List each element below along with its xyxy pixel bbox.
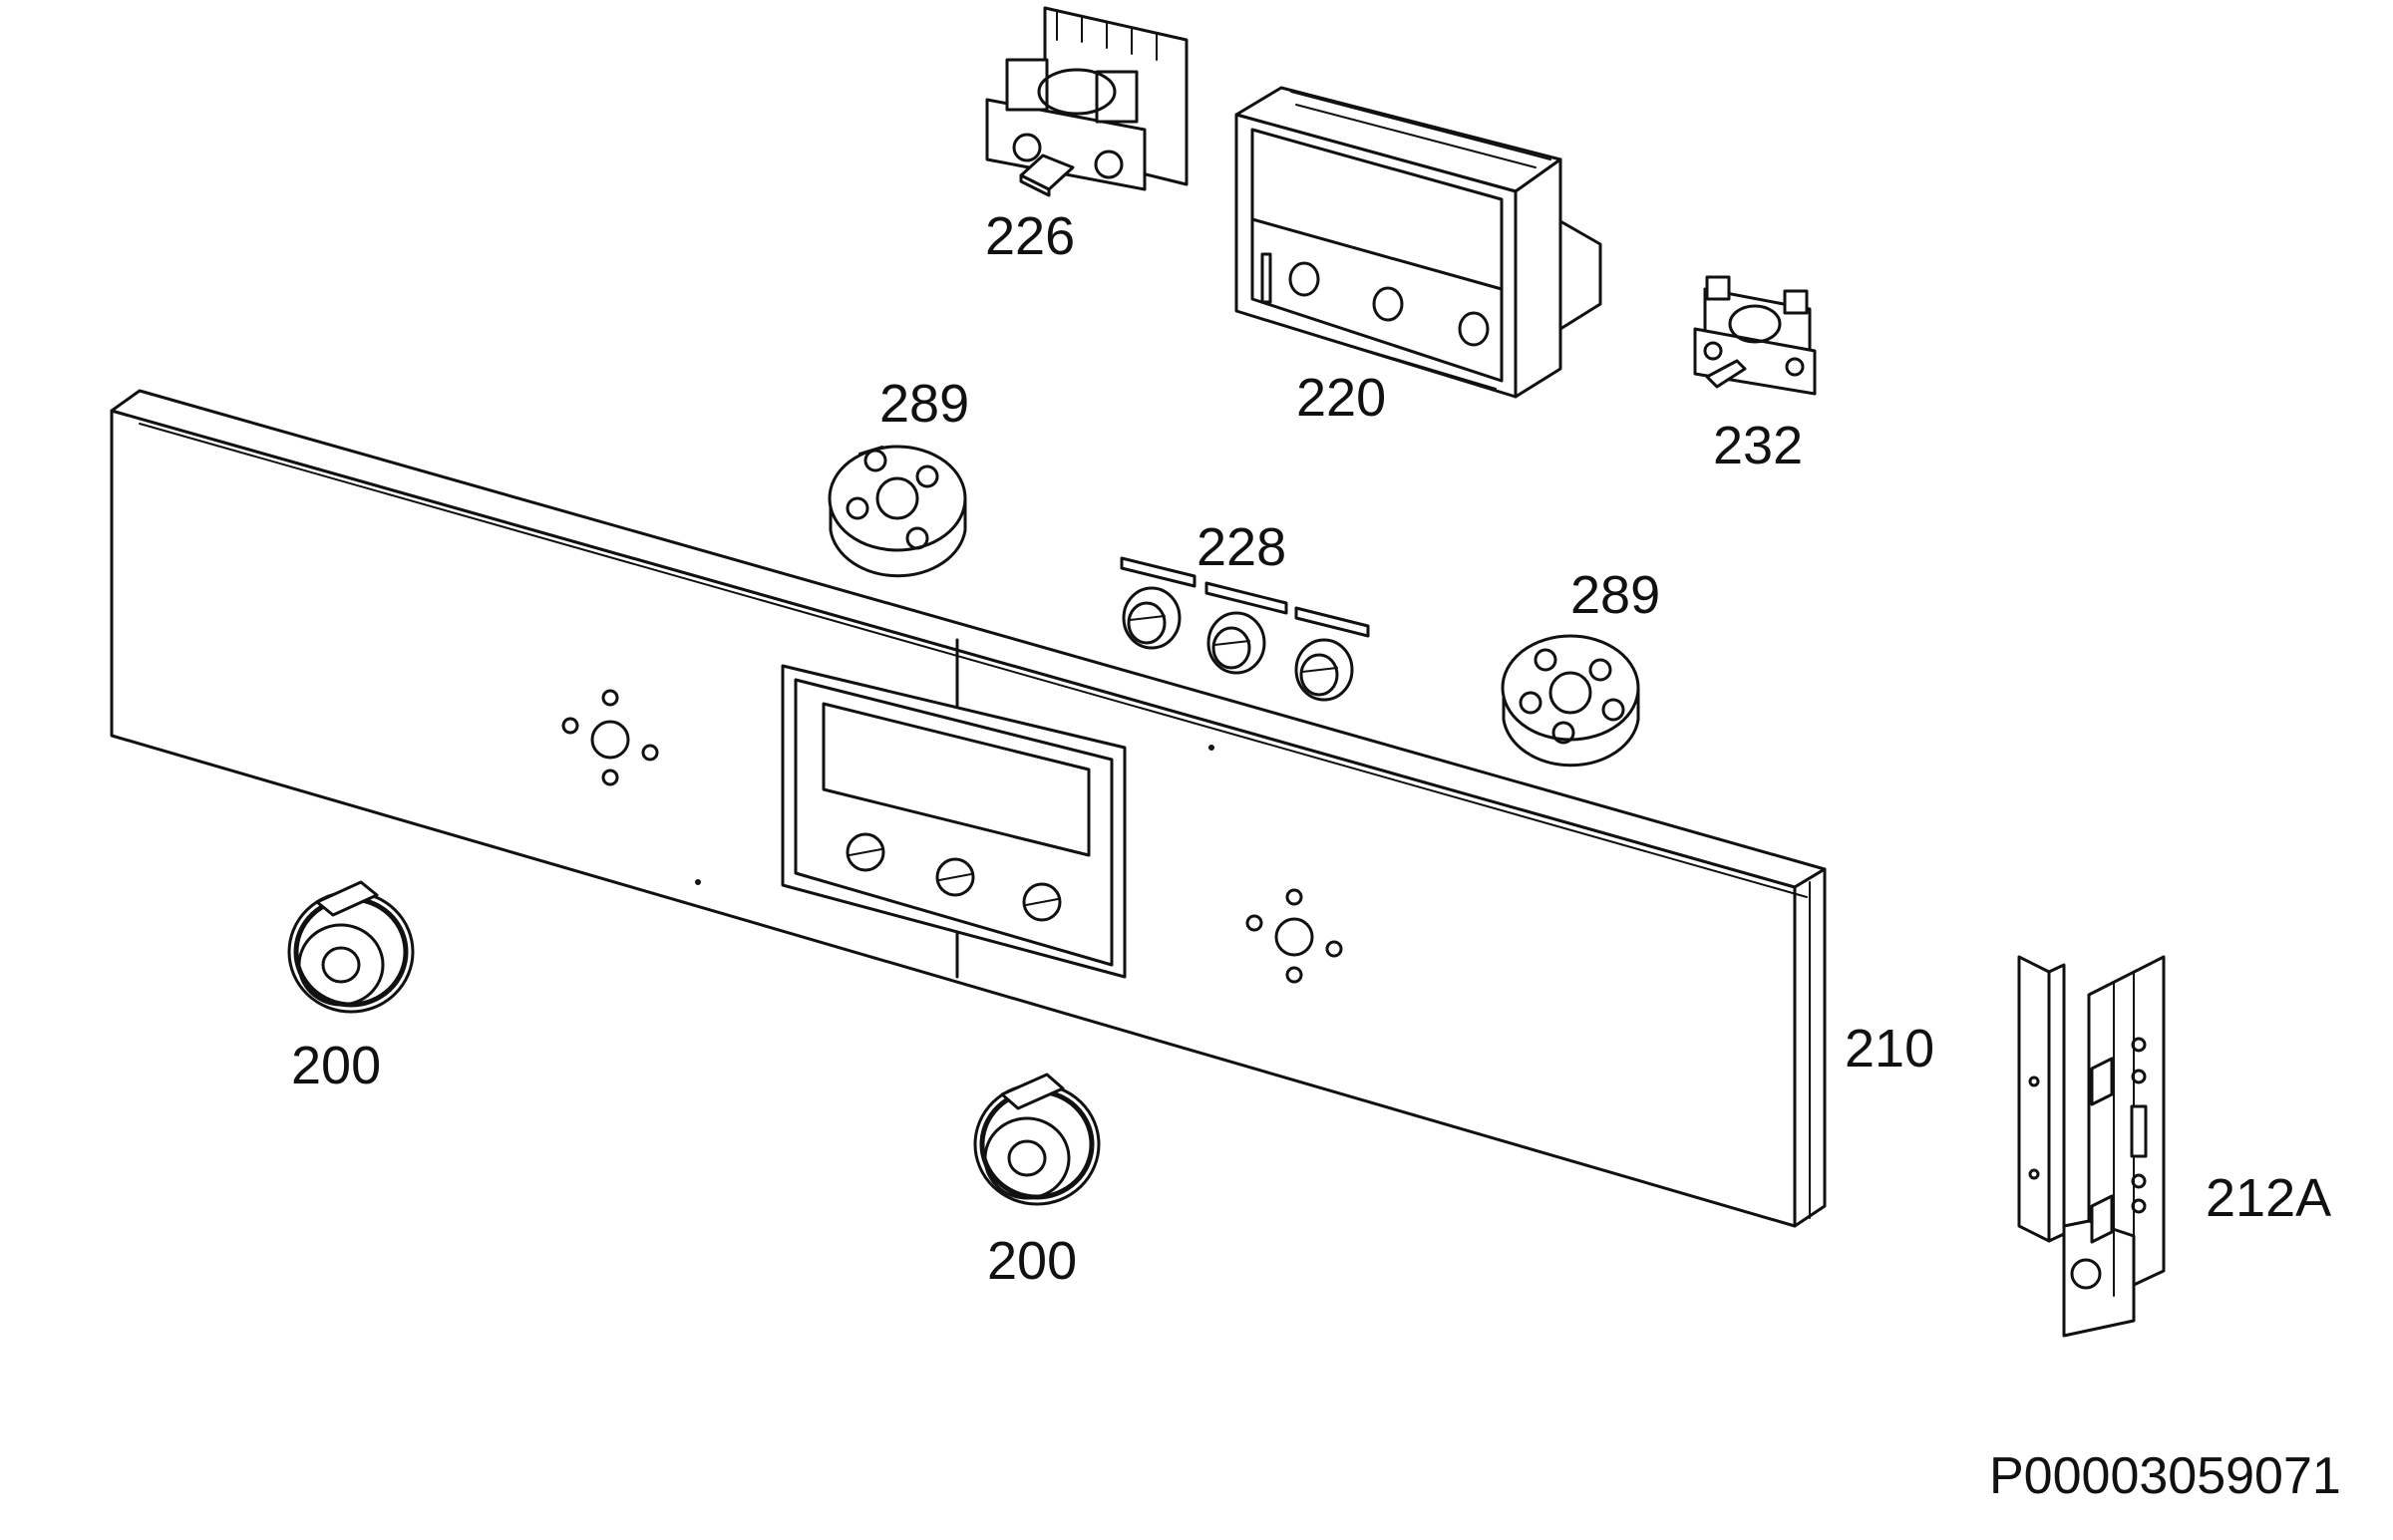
housing-220 [1234, 86, 1602, 399]
buttons-228 [1120, 556, 1370, 702]
drawing-code: P00003059071 [1989, 1447, 2341, 1505]
label-289-right: 289 [1570, 565, 1661, 625]
switch-226 [985, 6, 1189, 197]
switch-232 [1693, 275, 1817, 396]
label-212a: 212A [2206, 1168, 2332, 1228]
knob-spring-289-right [1501, 634, 1640, 768]
label-226: 226 [985, 206, 1076, 266]
label-200-left: 200 [291, 1036, 382, 1095]
label-289-left: 289 [879, 374, 970, 434]
knob-200-left [287, 880, 415, 1014]
label-200-center: 200 [987, 1231, 1078, 1291]
label-210: 210 [1845, 1019, 1935, 1078]
knob-spring-289-left [828, 445, 967, 578]
control-panel-210 [110, 389, 1827, 1228]
label-228: 228 [1196, 517, 1287, 577]
knob-200-center [973, 1073, 1101, 1206]
label-232: 232 [1713, 416, 1804, 475]
label-220: 220 [1296, 368, 1387, 428]
bracket-212a [2017, 955, 2166, 1338]
